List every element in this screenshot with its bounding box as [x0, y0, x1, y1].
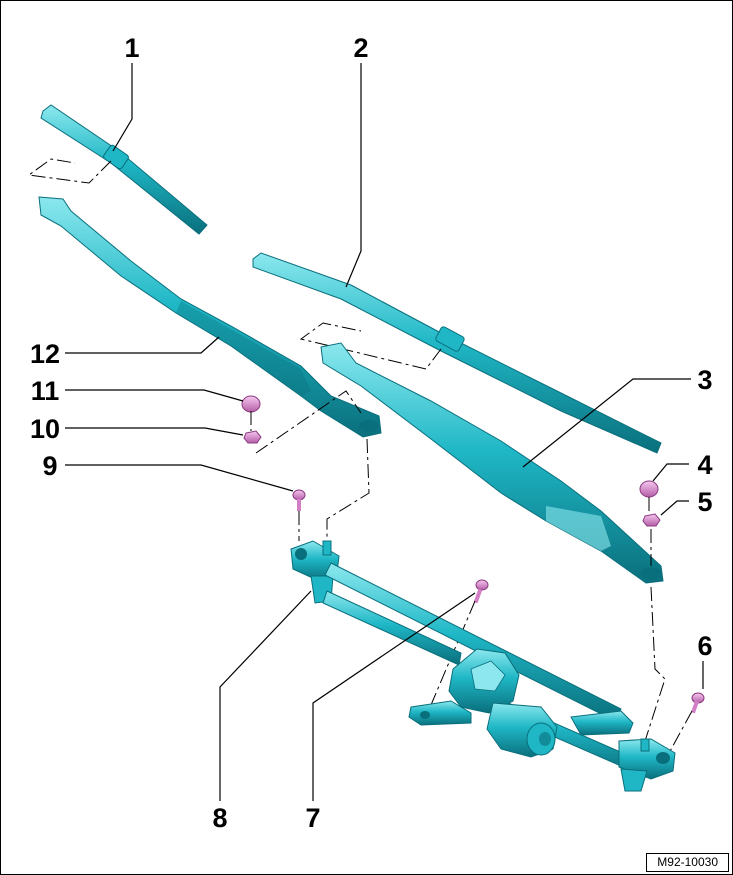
wiper-arm-right	[320, 342, 664, 584]
callout-9: 9	[42, 451, 57, 481]
bolt-9	[292, 489, 306, 511]
cap-11	[241, 395, 261, 413]
wiper-blade-driver	[252, 252, 662, 454]
cap-4	[639, 480, 659, 498]
blade-2-attachment-dash	[299, 322, 442, 370]
callout-labels: 1 2 3 4 5 6 7 8 9 10 11 12	[30, 33, 713, 833]
wiper-blade-passenger	[40, 104, 208, 235]
callout-4: 4	[697, 450, 712, 480]
figure-reference: M92-10030	[646, 853, 729, 872]
callout-6: 6	[697, 631, 712, 661]
callout-1: 1	[124, 33, 139, 63]
bolt-7	[473, 579, 489, 604]
wiper-frame-linkage	[290, 540, 676, 792]
nut-10	[243, 430, 262, 444]
callout-11: 11	[31, 376, 60, 406]
callout-12: 12	[30, 339, 60, 369]
arm-3-dash	[644, 529, 666, 742]
callout-10: 10	[30, 414, 60, 444]
leader-lines	[65, 63, 704, 801]
wiper-arm-left	[38, 196, 382, 438]
blade-attachment-dash	[27, 158, 112, 184]
callout-5: 5	[697, 487, 712, 517]
callout-2: 2	[353, 33, 368, 63]
callout-3: 3	[697, 365, 712, 395]
bolt-6	[691, 692, 705, 714]
callout-7: 7	[305, 803, 320, 833]
callout-8: 8	[212, 803, 227, 833]
nut-5	[642, 513, 661, 527]
arm-1-dash	[255, 390, 370, 541]
